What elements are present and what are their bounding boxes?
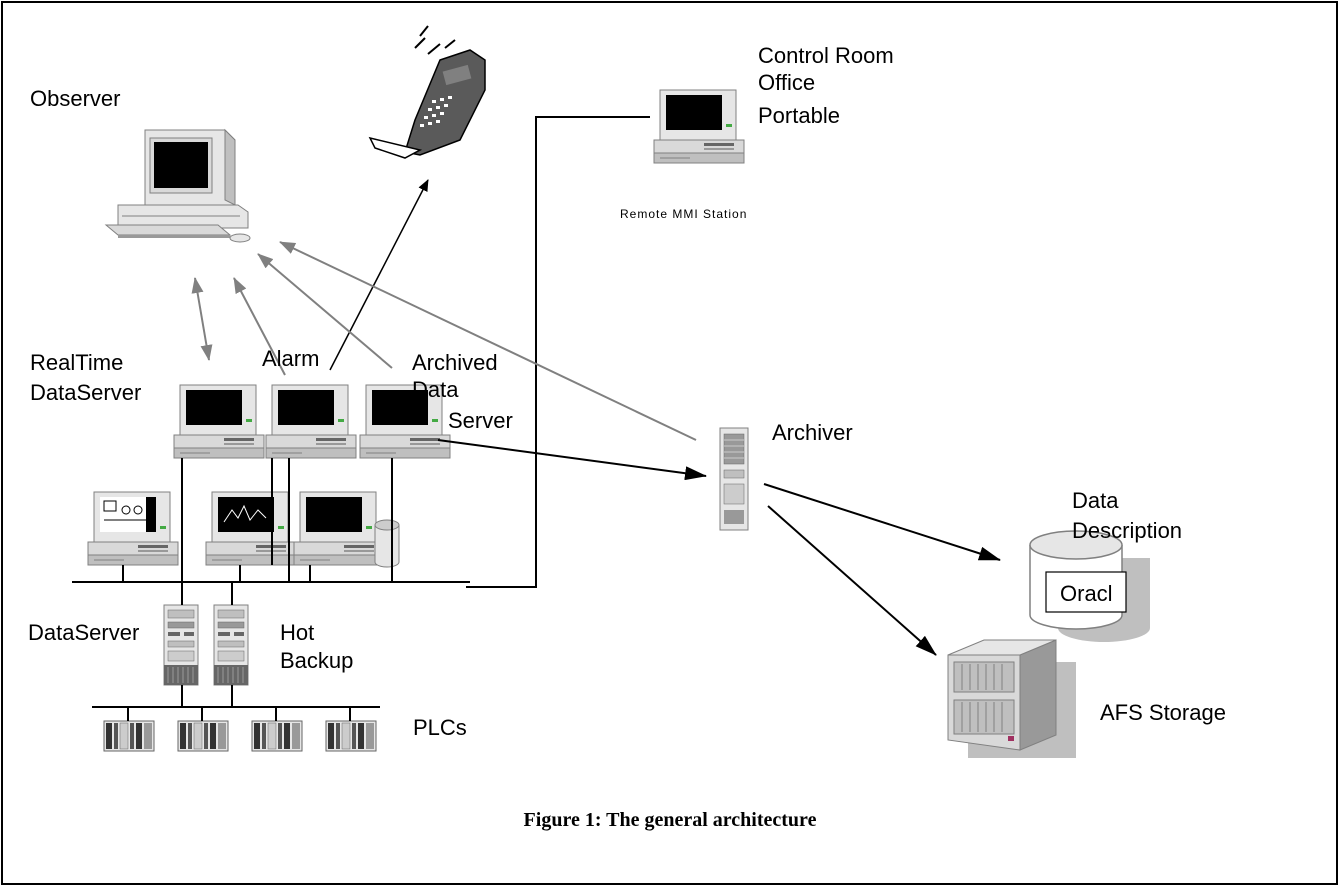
archiver-to-storage-arrow: [767, 505, 937, 656]
alarm-to-phone-arrow: [329, 179, 429, 371]
server-tower-icon: [719, 427, 749, 531]
office-label: Office: [758, 70, 815, 95]
afs-storage-label: AFS Storage: [1100, 700, 1226, 725]
computer-workstation-icon: [87, 491, 179, 566]
server-to-archiver-arrow: [437, 439, 707, 481]
archiver-label: Archiver: [772, 420, 853, 445]
remote-mmi-label: Remote MMI Station: [620, 207, 747, 221]
control-room-label: Control Room: [758, 43, 894, 68]
server-tower-icon: [213, 604, 249, 686]
figure-caption: Figure 1: The general architecture: [524, 809, 817, 831]
dataserver-label: DataServer: [28, 620, 139, 645]
plc-rack-icon: [103, 720, 155, 752]
archiver-observer-arrow: [279, 241, 697, 441]
archived-label-line3: Server: [448, 408, 513, 433]
realtime-label-line2: DataServer: [30, 380, 141, 405]
alarm-label: Alarm: [262, 346, 319, 371]
computer-workstation-icon: [293, 491, 385, 566]
computer-workstation-icon: [265, 384, 357, 459]
server-tower-icon: [163, 604, 199, 686]
computer-workstation-icon: [173, 384, 265, 459]
alarm-observer-arrow: [233, 277, 286, 376]
computer-workstation-icon: [205, 491, 297, 566]
observer-label: Observer: [30, 86, 120, 111]
database-cylinder-icon: [1029, 530, 1150, 642]
archived-observer-arrow: [257, 253, 393, 369]
data-description-label-line2: Description: [1072, 518, 1182, 543]
realtime-label-line1: RealTime: [30, 350, 123, 375]
portable-label: Portable: [758, 103, 840, 128]
archived-label-line2: Data: [412, 377, 459, 402]
plcs-label: PLCs: [413, 715, 467, 740]
data-description-label-line1: Data: [1072, 488, 1119, 513]
computer-workstation-icon: [653, 89, 745, 164]
wan-link: [466, 116, 650, 588]
plc-rack-icon: [251, 720, 303, 752]
computer-workstation-icon: [104, 128, 251, 243]
hot-backup-label-line1: Hot: [280, 620, 314, 645]
archiver-to-database-arrow: [763, 483, 1001, 561]
diagram-labels: Observer Control Room Office Portable Re…: [28, 43, 1226, 831]
oracle-label: Oracl: [1060, 581, 1113, 606]
network-lines: [72, 116, 650, 721]
mobile-phone-icon: [368, 25, 486, 159]
plc-rack-icon: [325, 720, 377, 752]
data-flow-arrows: [191, 179, 1001, 656]
hot-backup-label-line2: Backup: [280, 648, 353, 673]
realtime-observer-arrow: [191, 277, 213, 361]
archived-label-line1: Archived: [412, 350, 498, 375]
database-cylinder-icon: [374, 519, 400, 568]
storage-cabinet-icon: [947, 639, 1076, 758]
plc-rack-icon: [177, 720, 229, 752]
